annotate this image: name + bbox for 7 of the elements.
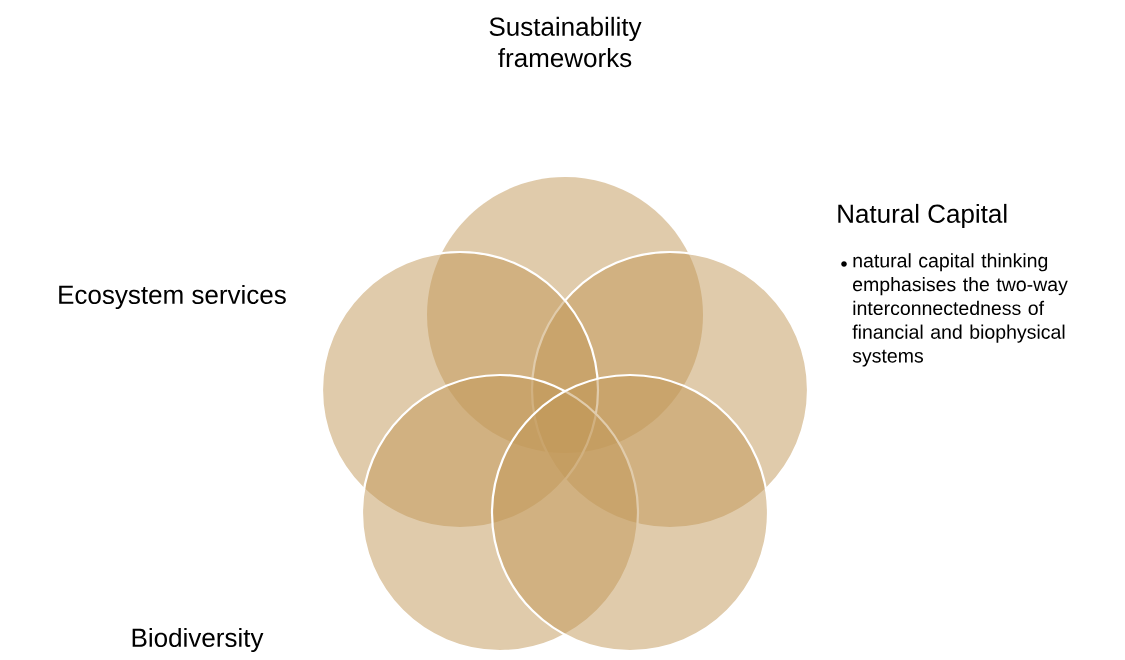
venn-circle: [360, 373, 640, 653]
label: Biodiversity: [132, 627, 264, 653]
label: Natural Capital: [838, 203, 1007, 229]
label: Ecosystem services: [59, 284, 286, 310]
label: Sustainability frameworks: [489, 16, 642, 68]
bullet-text: natural capital thinking emphasises the two-way interconnectedness of financial and biophysical systems: [841, 253, 1068, 367]
venn-circle: [490, 373, 770, 653]
